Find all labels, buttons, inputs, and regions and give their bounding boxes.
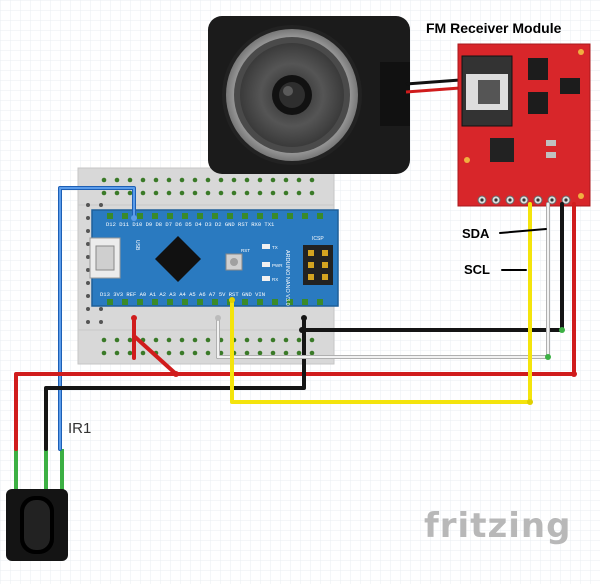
ir-label: IR1 xyxy=(68,420,92,437)
rst-label: RST xyxy=(241,248,250,253)
icsp-label: ICSP xyxy=(312,236,324,242)
fm-receiver-module xyxy=(457,43,591,207)
top-pin-labels: D12 D11 D10 D9 D8 D7 D6 D5 D4 D3 D2 GND … xyxy=(106,221,275,228)
arduino-nano: D12 D11 D10 D9 D8 D7 D6 D5 D4 D3 D2 GND … xyxy=(89,209,339,307)
wire-black-ir-ground xyxy=(44,316,306,451)
sda-leader xyxy=(499,228,547,234)
ir-receiver xyxy=(6,449,68,561)
sda-label: SDA xyxy=(462,226,490,241)
bottom-pin-labels: D13 3V3 REF A0 A1 A2 A3 A4 A5 A6 A7 5V R… xyxy=(100,291,265,298)
mcu-chip xyxy=(155,236,201,282)
nano-top-pins xyxy=(107,213,323,219)
fritzing-logo: fritzing xyxy=(424,506,572,546)
icsp-header xyxy=(303,245,333,285)
fm-header-pins xyxy=(477,195,571,205)
tx-label: TX xyxy=(272,245,278,250)
pwr-label: PWR xyxy=(272,263,283,268)
wire-endpoints xyxy=(131,215,577,405)
scl-label: SCL xyxy=(464,262,490,277)
wire-red-5v xyxy=(14,202,576,451)
wire-red-breadboard xyxy=(132,334,178,376)
speaker-wire-red xyxy=(405,86,461,94)
module-title: FM Receiver Module xyxy=(426,20,562,36)
wire-yellow-scl xyxy=(230,202,532,404)
board-name: ARDUINO NANO V3.0 xyxy=(284,250,290,306)
usb-label: USB xyxy=(134,240,140,251)
rx-label: RX xyxy=(272,277,278,282)
speaker xyxy=(208,16,410,174)
speaker-wire-black xyxy=(405,78,461,86)
